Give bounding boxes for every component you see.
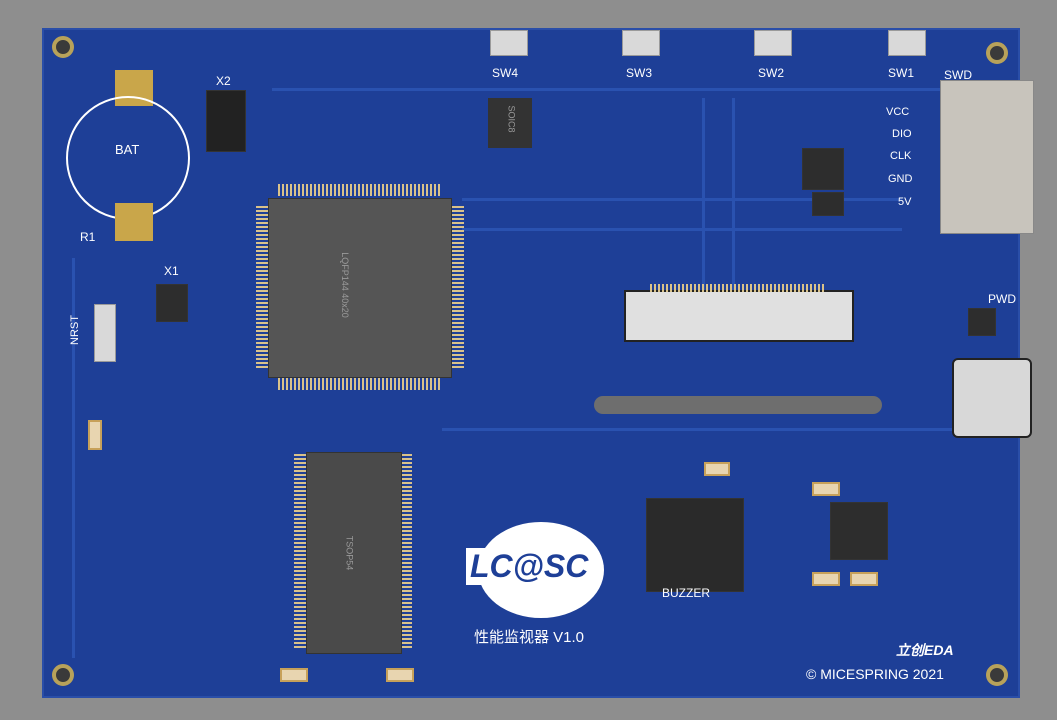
flash-soic8-label: SOIC8 bbox=[506, 105, 517, 133]
switch-sw3-label: SW3 bbox=[626, 66, 653, 80]
usb-c-connector[interactable] bbox=[952, 358, 1032, 438]
sdram-tsop54-label: TSOP54 bbox=[344, 535, 355, 571]
mounting-hole-top-right bbox=[986, 42, 1008, 64]
nrst-label: NRST bbox=[68, 315, 81, 345]
swd-pin-5v: 5V bbox=[898, 196, 912, 208]
battery-pad-bottom bbox=[115, 203, 153, 241]
switch-sw4[interactable] bbox=[490, 30, 528, 56]
fpc-connector bbox=[624, 290, 854, 342]
eda-label: 立创EDA bbox=[896, 642, 954, 658]
regulator bbox=[812, 192, 844, 216]
switch-sw4-label: SW4 bbox=[492, 66, 519, 80]
fpc-connector-pins bbox=[650, 284, 826, 292]
battery-holder bbox=[66, 96, 190, 220]
ldo-regulator bbox=[830, 502, 888, 560]
copyright: © MICESPRING 2021 bbox=[806, 666, 944, 682]
x1-label: X1 bbox=[164, 264, 179, 278]
smd-component bbox=[280, 668, 308, 682]
swd-pin-clk: CLK bbox=[890, 150, 912, 162]
board-slot bbox=[594, 396, 882, 414]
mounting-hole-top-left bbox=[52, 36, 74, 58]
mcu-lqfp144-label: LQFP144 40x20 bbox=[339, 252, 350, 318]
pcb-board: SW4 SW3 SW2 SW1 BAT R1 X2 X1 NRST LQFP14… bbox=[42, 28, 1034, 698]
crystal-x1 bbox=[156, 284, 188, 322]
sdram-tsop54 bbox=[306, 452, 402, 654]
lqfp-pins-bottom bbox=[278, 378, 442, 390]
tsop-pins-left bbox=[294, 454, 306, 650]
trace bbox=[272, 88, 942, 91]
switch-sw1-label: SW1 bbox=[888, 66, 915, 80]
flash-soic8 bbox=[488, 98, 532, 148]
switch-sw2-label: SW2 bbox=[758, 66, 785, 80]
lqfp-pins-top bbox=[278, 184, 442, 196]
switch-sw3[interactable] bbox=[622, 30, 660, 56]
mounting-hole-bottom-left bbox=[52, 664, 74, 686]
smd-component bbox=[850, 572, 878, 586]
mcu-lqfp144 bbox=[268, 198, 452, 378]
battery-label: BAT bbox=[115, 142, 140, 157]
buzzer bbox=[646, 498, 744, 592]
buzzer-label: BUZZER bbox=[662, 586, 710, 600]
lcsc-logo-text: LC@SC bbox=[466, 548, 593, 585]
trace bbox=[442, 428, 1002, 431]
trace bbox=[702, 98, 705, 298]
tsop-pins-right bbox=[400, 454, 412, 650]
product-title: 性能监视器 V1.0 bbox=[474, 629, 585, 646]
lqfp-pins-left bbox=[256, 206, 268, 370]
trace bbox=[462, 228, 902, 231]
switch-sw2[interactable] bbox=[754, 30, 792, 56]
lqfp-pins-right bbox=[452, 206, 464, 370]
x2-label: X2 bbox=[216, 74, 231, 88]
smd-component bbox=[812, 572, 840, 586]
nrst-button[interactable] bbox=[94, 304, 116, 362]
trace bbox=[462, 198, 902, 201]
pwd-ic bbox=[968, 308, 996, 336]
smd-component bbox=[812, 482, 840, 496]
pwd-label: PWD bbox=[988, 292, 1016, 306]
smd-component bbox=[386, 668, 414, 682]
mounting-hole-bottom-right bbox=[986, 664, 1008, 686]
swd-pin-vcc: VCC bbox=[886, 106, 910, 118]
inductor bbox=[802, 148, 844, 190]
smd-component bbox=[704, 462, 730, 476]
trace bbox=[72, 258, 75, 658]
switch-sw1[interactable] bbox=[888, 30, 926, 56]
crystal-x2 bbox=[206, 90, 246, 152]
swd-label: SWD bbox=[944, 68, 972, 82]
swd-pin-dio: DIO bbox=[892, 128, 912, 140]
r1-label: R1 bbox=[80, 230, 96, 244]
swd-pin-gnd: GND bbox=[888, 173, 913, 185]
trace bbox=[732, 98, 735, 298]
smd-component bbox=[88, 420, 102, 450]
swd-header bbox=[940, 80, 1034, 234]
